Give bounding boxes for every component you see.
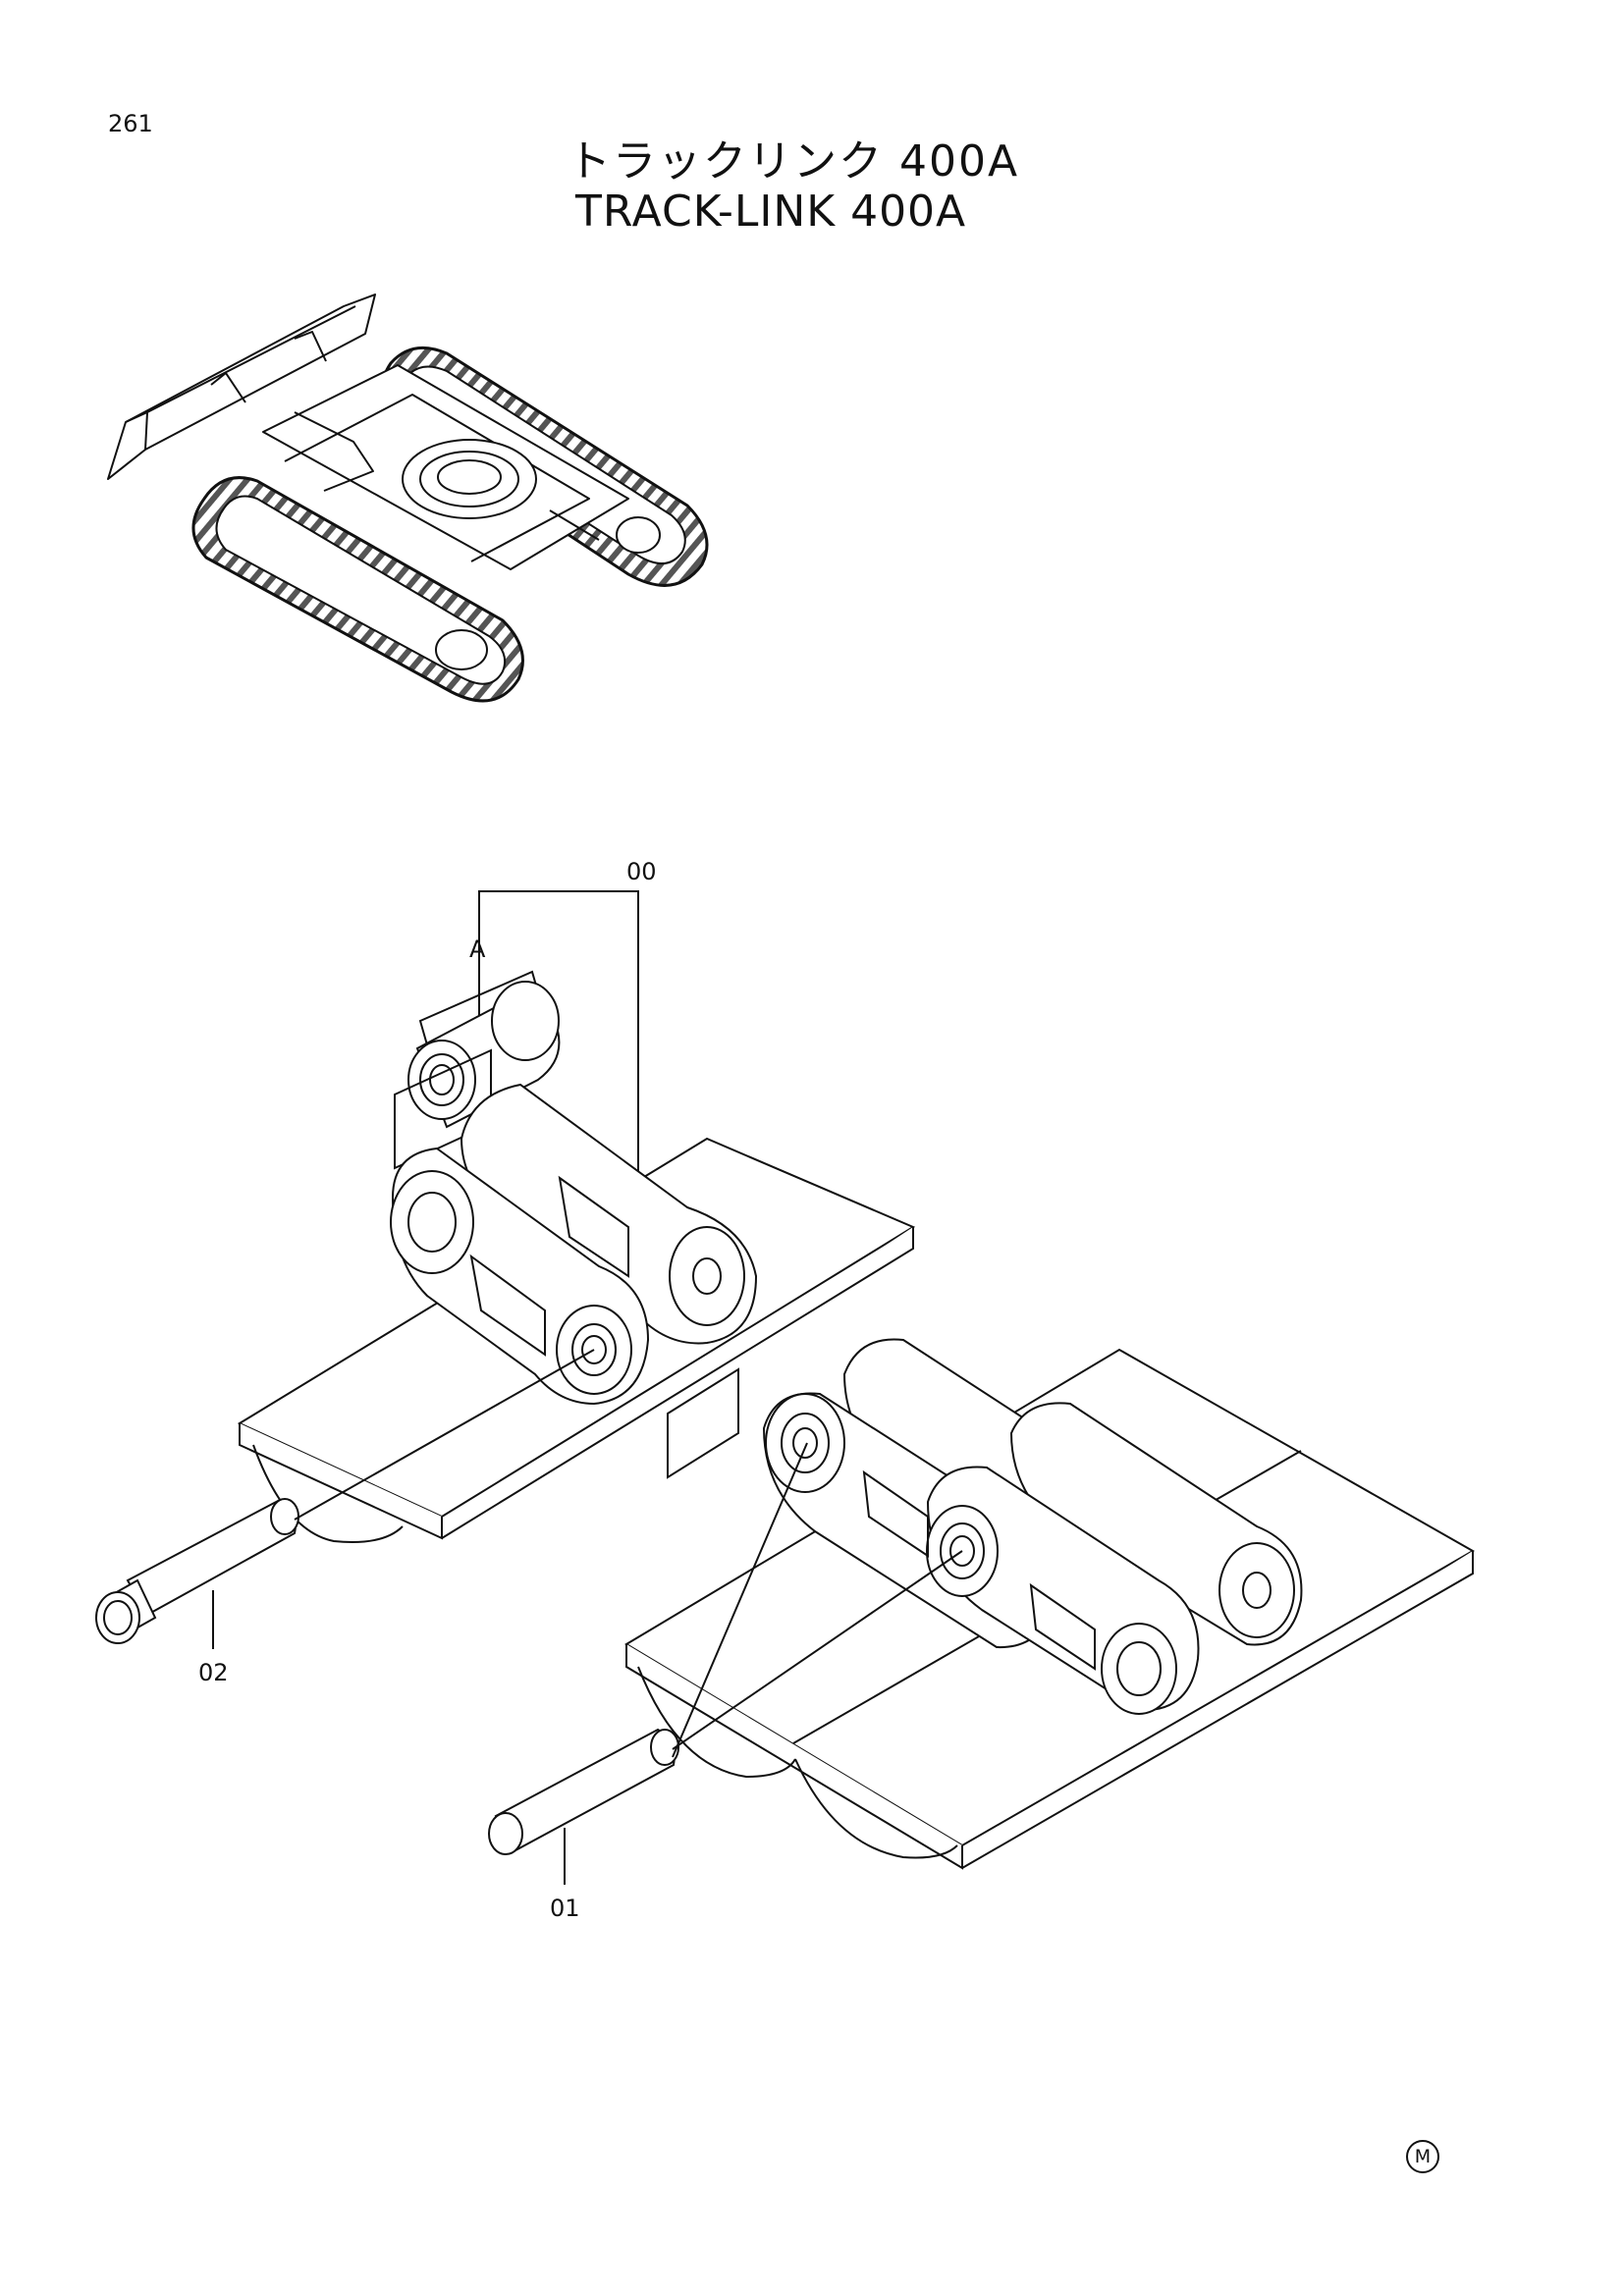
page-title-english: TRACK-LINK 400A [575,187,967,237]
track-pin-01 [488,1728,679,1855]
callout-a: A [469,935,486,963]
bushing-illustration [394,970,561,1170]
lower-track-link-chain [762,1338,1303,1715]
pin-leader-lines [212,1349,963,1885]
dozer-blade [107,294,376,480]
page-title-japanese: トラックリンク 400A [568,136,1020,187]
callout-02: 02 [198,1659,229,1686]
master-pin-02 [95,1498,299,1644]
track-near [191,476,661,703]
upper-track-link-pair [390,1083,758,1406]
center-frame [262,364,629,570]
callout-00: 00 [626,858,657,885]
manufacturer-mark-symbol: M [1406,2140,1439,2173]
callout-01: 01 [550,1895,580,1922]
undercarriage-overview-illustration [107,294,709,703]
page-number: 261 [108,110,153,137]
